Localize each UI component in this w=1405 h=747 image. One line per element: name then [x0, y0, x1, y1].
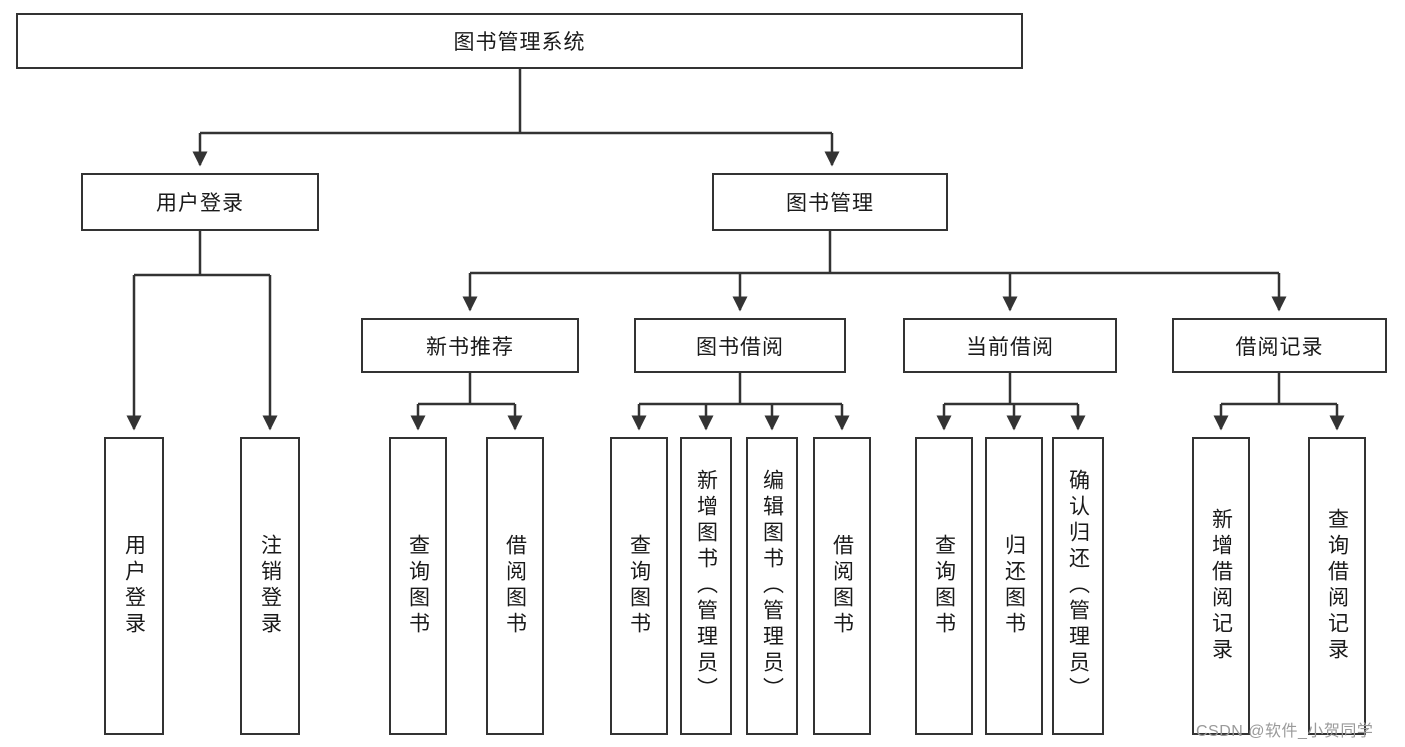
node-borrow-record[interactable]: 借阅记录 — [1172, 318, 1387, 373]
node-book-manage-label: 图书管理 — [786, 192, 874, 215]
node-book-borrow-label: 图书借阅 — [696, 335, 784, 359]
node-leaf-logout[interactable]: 注销登录 — [240, 437, 300, 735]
node-leaf-logout-label: 注销登录 — [258, 534, 282, 638]
node-leaf-user-login-label: 用户登录 — [122, 534, 146, 638]
node-leaf-confirm-return-label: 确认归还（管理员） — [1066, 469, 1090, 703]
node-borrow-record-label: 借阅记录 — [1235, 335, 1324, 359]
node-leaf-confirm-return[interactable]: 确认归还（管理员） — [1052, 437, 1104, 735]
node-book-manage[interactable]: 图书管理 — [712, 173, 948, 231]
node-leaf-edit-book[interactable]: 编辑图书（管理员） — [746, 437, 798, 735]
node-leaf-borrow-book-rec[interactable]: 借阅图书 — [486, 437, 544, 735]
node-leaf-add-record[interactable]: 新增借阅记录 — [1192, 437, 1250, 735]
node-root[interactable]: 图书管理系统 — [16, 13, 1023, 69]
node-leaf-query-book-rec[interactable]: 查询图书 — [389, 437, 447, 735]
node-leaf-return-book[interactable]: 归还图书 — [985, 437, 1043, 735]
node-leaf-query-record[interactable]: 查询借阅记录 — [1308, 437, 1366, 735]
node-leaf-query-book-borrow[interactable]: 查询图书 — [610, 437, 668, 735]
node-leaf-edit-book-label: 编辑图书（管理员） — [760, 469, 784, 703]
node-current-borrow[interactable]: 当前借阅 — [903, 318, 1117, 373]
node-leaf-add-record-label: 新增借阅记录 — [1209, 508, 1233, 664]
node-user-login-label: 用户登录 — [156, 192, 244, 215]
node-leaf-query-book-borrow-label: 查询图书 — [627, 534, 651, 638]
node-leaf-return-book-label: 归还图书 — [1002, 534, 1026, 638]
node-leaf-query-book-rec-label: 查询图书 — [406, 534, 430, 638]
node-leaf-query-record-label: 查询借阅记录 — [1325, 508, 1349, 664]
node-leaf-borrow-book-rec-label: 借阅图书 — [503, 534, 527, 638]
node-leaf-query-book-cur-label: 查询图书 — [932, 534, 956, 638]
node-leaf-query-book-cur[interactable]: 查询图书 — [915, 437, 973, 735]
node-leaf-add-book-label: 新增图书（管理员） — [694, 469, 718, 703]
node-current-borrow-label: 当前借阅 — [966, 335, 1054, 359]
node-book-borrow[interactable]: 图书借阅 — [634, 318, 846, 373]
node-user-login[interactable]: 用户登录 — [81, 173, 319, 231]
node-root-label: 图书管理系统 — [453, 31, 586, 54]
csdn-watermark: CSDN @软件_小贺同学 — [1196, 723, 1374, 740]
node-new-book-recommend[interactable]: 新书推荐 — [361, 318, 579, 373]
node-leaf-add-book[interactable]: 新增图书（管理员） — [680, 437, 732, 735]
node-leaf-borrow-book-label: 借阅图书 — [830, 534, 854, 638]
node-new-book-recommend-label: 新书推荐 — [426, 335, 514, 359]
node-leaf-user-login[interactable]: 用户登录 — [104, 437, 164, 735]
node-leaf-borrow-book[interactable]: 借阅图书 — [813, 437, 871, 735]
